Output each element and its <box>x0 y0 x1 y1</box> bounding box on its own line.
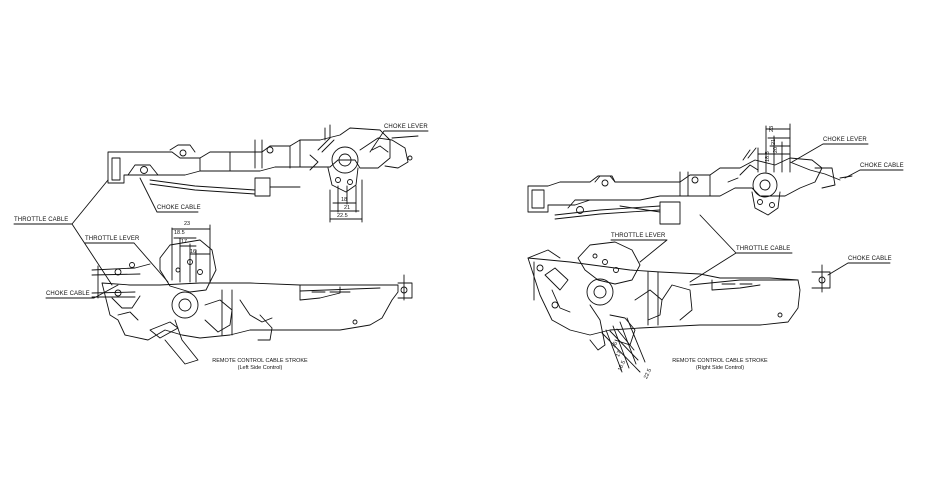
right-top-dim-2: 21 <box>771 138 777 145</box>
right-top-dim-4: 18.5 <box>765 151 771 162</box>
left-top-dim-3: 22.5 <box>337 213 348 219</box>
right-caption-subtitle: (Right Side Control) <box>695 364 745 371</box>
left-choke-lever-label: CHOKE LEVER <box>384 124 428 130</box>
left-top-assembly <box>107 124 419 223</box>
right-caption-title: REMOTE CONTROL CABLE STROKE <box>672 358 768 364</box>
left-bottom-assembly <box>91 224 413 365</box>
left-caption: REMOTE CONTROL CABLE STROKE (Left Side C… <box>200 358 320 372</box>
left-top-dim-1: 18 <box>341 197 348 203</box>
right-caption: REMOTE CONTROL CABLE STROKE (Right Side … <box>650 358 790 372</box>
right-throttle-cable-label: THROTTLE CABLE <box>736 246 791 252</box>
left-bottom-dim-4: 16 <box>190 249 197 255</box>
left-caption-subtitle: (Left Side Control) <box>237 364 283 371</box>
left-bottom-dim-3: 17 <box>181 239 188 245</box>
left-caption-title: REMOTE CONTROL CABLE STROKE <box>212 358 308 364</box>
right-top-assembly <box>527 123 853 225</box>
right-throttle-lever-label: THROTTLE LEVER <box>611 233 666 239</box>
left-leaders <box>13 130 429 299</box>
left-bottom-dim-2: 18.5 <box>174 230 185 236</box>
right-choke-cable-lower-label: CHOKE CABLE <box>848 256 892 262</box>
right-top-dim-3: 20 <box>773 146 779 153</box>
right-choke-lever-label: CHOKE LEVER <box>823 137 867 143</box>
left-throttle-cable-label: THROTTLE CABLE <box>14 217 69 223</box>
left-throttle-lever-label: THROTTLE LEVER <box>85 236 140 242</box>
left-bottom-dim-1: 23 <box>184 221 191 227</box>
left-choke-cable-lower-label: CHOKE CABLE <box>46 291 90 297</box>
left-choke-cable-label: CHOKE CABLE <box>157 205 201 211</box>
right-leaders <box>610 143 904 283</box>
right-top-dim-1: 23 <box>769 125 775 132</box>
right-choke-cable-label: CHOKE CABLE <box>860 163 904 169</box>
right-bottom-assembly <box>527 241 831 373</box>
left-top-dim-2: 21 <box>344 205 351 211</box>
